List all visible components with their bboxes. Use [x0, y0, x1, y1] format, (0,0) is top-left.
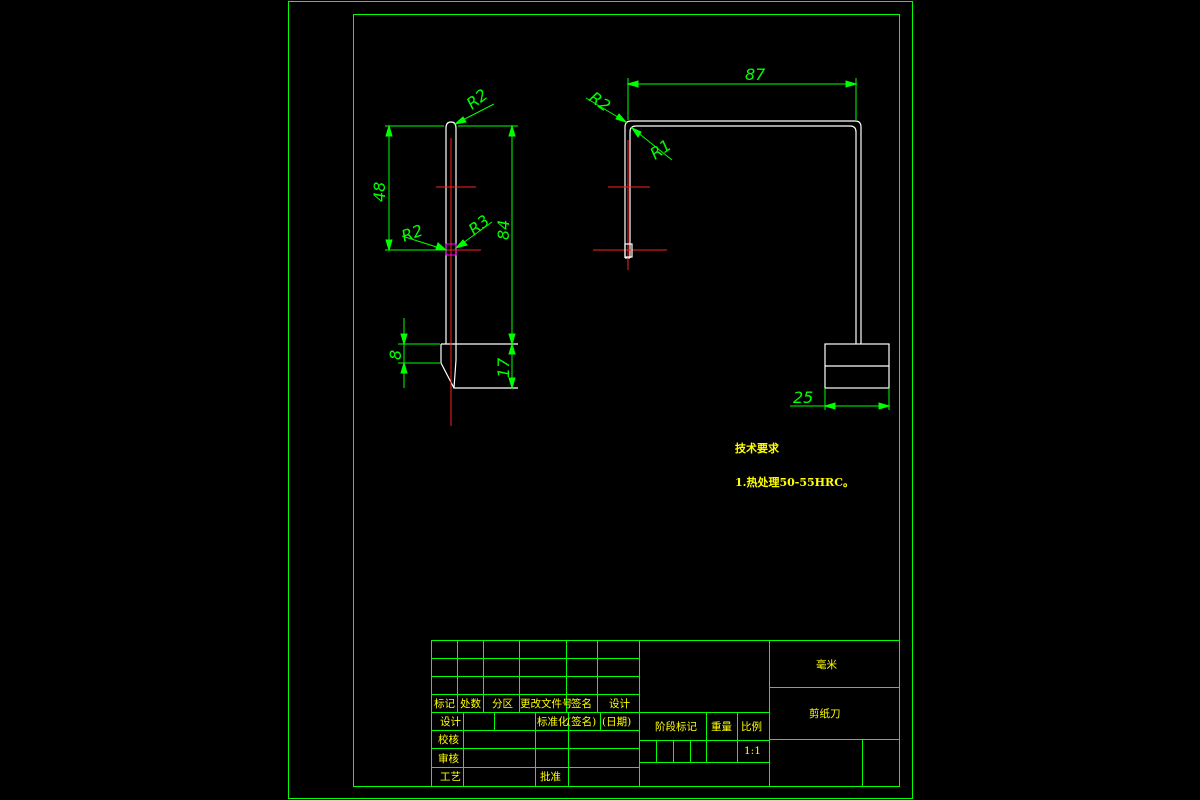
- dim-r2-top: R2: [463, 85, 491, 113]
- left-part-outline: [445, 121, 457, 344]
- outer-frame: [288, 1, 913, 799]
- tb-scale-value: 1:1: [744, 745, 761, 757]
- tb-header-1: 处数: [460, 697, 481, 710]
- tb-header-4: 签名: [571, 697, 592, 710]
- tb-header-0: 标记: [434, 698, 455, 710]
- tb-process: 工艺: [440, 771, 461, 783]
- tb-signature: (签名): [567, 715, 596, 728]
- tb-part-name: 剪纸刀: [809, 707, 841, 720]
- dim-r2-outer: R2: [586, 88, 614, 116]
- right-notch-mark: [624, 243, 633, 258]
- tb-date: (日期): [602, 716, 631, 728]
- tech-req-heading: 技术要求: [735, 441, 780, 455]
- title-block: 标记 处数 分区 更改文件号 签名 设计 设计 标准化 (签名) (日期) 校核…: [431, 640, 900, 787]
- tb-approve: 批准: [540, 770, 561, 783]
- tb-header-2: 分区: [492, 698, 513, 710]
- tb-material: 毫米: [816, 658, 837, 671]
- tb-review: 审核: [438, 752, 459, 765]
- right-view: 87 R2 R1 25: [586, 65, 891, 410]
- tb-check: 校核: [438, 733, 459, 746]
- tech-req-item-1: 1.热处理50-55HRC。: [735, 475, 854, 489]
- dim-84: 84: [494, 220, 513, 240]
- dim-r3-notch: R3: [465, 211, 493, 239]
- tb-standardization: 标准化: [537, 715, 569, 728]
- tb-stage-mark: 阶段标记: [655, 720, 697, 733]
- dim-25: 25: [793, 388, 813, 407]
- tb-weight: 重量: [711, 720, 732, 733]
- dim-8: 8: [386, 350, 405, 360]
- dim-17: 17: [494, 357, 513, 378]
- right-part-outline: [624, 120, 862, 344]
- left-part-blade: [440, 343, 518, 389]
- dim-87: 87: [745, 65, 766, 84]
- dim-48: 48: [370, 182, 389, 202]
- tb-header-5: 设计: [609, 697, 630, 710]
- tb-design-label: 设计: [440, 715, 461, 728]
- tb-scale-label: 比例: [741, 720, 762, 733]
- tb-header-3: 更改文件号: [520, 697, 573, 710]
- left-view: 48 84 17 8 R2 R2 R3: [370, 85, 518, 426]
